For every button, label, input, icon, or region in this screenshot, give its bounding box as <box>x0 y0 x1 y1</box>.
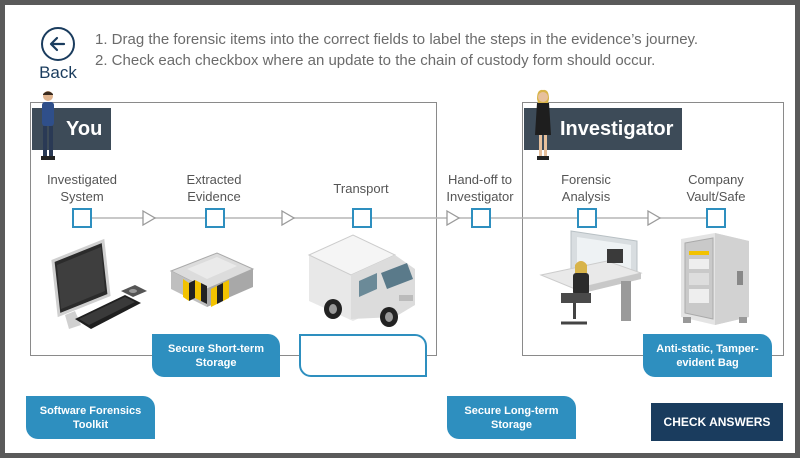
vault-icon <box>681 233 749 325</box>
checkbox-investigated-system[interactable] <box>72 208 92 228</box>
instruction-1: 1. Drag the forensic items into the corr… <box>95 31 699 48</box>
chip-software-forensics-toolkit-label: Software Forensics Toolkit <box>39 404 142 431</box>
computer-icon <box>51 238 147 329</box>
drop-zone-transport[interactable] <box>299 334 427 377</box>
check-answers-button[interactable]: CHECK ANSWERS <box>651 403 783 441</box>
analyst-workstation-icon <box>539 230 643 325</box>
step-label-company-vault: Company Vault/Safe <box>686 172 746 204</box>
checkbox-transport[interactable] <box>352 208 372 228</box>
you-person-icon <box>41 91 55 160</box>
chip-anti-static-bag[interactable]: Anti-static, Tamper-evident Bag <box>643 334 772 377</box>
investigator-person-icon <box>535 89 551 160</box>
chip-secure-short-term-storage-label: Secure Short-term Storage <box>168 342 264 369</box>
step-label-extracted-evidence: Extracted Evidence <box>186 172 242 204</box>
step-label-transport: Transport <box>333 181 389 196</box>
back-button[interactable]: Back <box>35 27 81 83</box>
hard-drive-icon <box>169 252 255 307</box>
van-icon <box>307 234 415 327</box>
instruction-2: 2. Check each checkbox where an update t… <box>95 52 656 69</box>
timeline-line <box>83 209 717 227</box>
step-label-forensic-analysis: Forensic Analysis <box>561 172 611 204</box>
chip-anti-static-bag-label: Anti-static, Tamper-evident Bag <box>656 342 759 369</box>
checkbox-forensic-analysis[interactable] <box>577 208 597 228</box>
chip-software-forensics-toolkit[interactable]: Software Forensics Toolkit <box>26 396 155 439</box>
checkbox-extracted-evidence[interactable] <box>205 208 225 228</box>
chip-secure-short-term-storage[interactable]: Secure Short-term Storage <box>152 334 280 377</box>
back-label: Back <box>39 63 77 82</box>
chip-secure-long-term-storage[interactable]: Secure Long-term Storage <box>447 396 576 439</box>
checkbox-hand-off[interactable] <box>471 208 491 228</box>
back-arrow-icon <box>41 27 75 61</box>
chip-secure-long-term-storage-label: Secure Long-term Storage <box>464 404 559 431</box>
checkbox-company-vault[interactable] <box>706 208 726 228</box>
step-label-hand-off: Hand-off to Investigator <box>446 172 514 204</box>
step-label-investigated-system: Investigated System <box>46 172 118 204</box>
